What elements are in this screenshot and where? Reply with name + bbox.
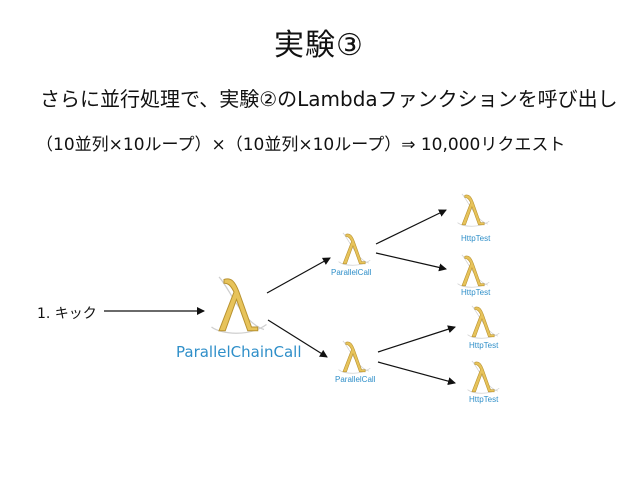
arrow-to-parallelcall-1: [266, 257, 331, 294]
arrow-to-httptest-1: [375, 209, 447, 245]
parallel-call-label: ParallelCall: [331, 268, 372, 277]
arrow-to-httptest-2: [375, 252, 447, 272]
kick-label: 1. キック: [37, 306, 97, 322]
arrow-to-parallelcall-2: [267, 319, 328, 358]
http-test-label: HttpTest: [461, 288, 491, 297]
lambda-icon: [210, 276, 268, 334]
lambda-icon: [457, 193, 490, 227]
lambda-icon: [467, 305, 500, 339]
lambda-icon: [338, 232, 371, 266]
arrow-to-httptest-3: [377, 325, 456, 353]
arrow-to-httptest-4: [377, 361, 456, 386]
http-test-label: HttpTest: [469, 341, 499, 350]
slide-title: 実験③: [274, 28, 364, 63]
description-line-1: さらに並行処理で、実験②のLambdaファンクションを呼び出し: [40, 87, 618, 111]
lambda-icon: [467, 360, 500, 394]
lambda-icon: [457, 254, 490, 288]
description-line-2: （10並列×10ループ）×（10並列×10ループ）⇒ 10,000リクエスト: [36, 135, 566, 155]
http-test-label: HttpTest: [469, 395, 499, 404]
parallel-chain-call-label: ParallelChainCall: [176, 343, 302, 361]
parallel-call-label: ParallelCall: [335, 375, 376, 384]
http-test-label: HttpTest: [461, 234, 491, 243]
lambda-icon: [338, 340, 371, 374]
